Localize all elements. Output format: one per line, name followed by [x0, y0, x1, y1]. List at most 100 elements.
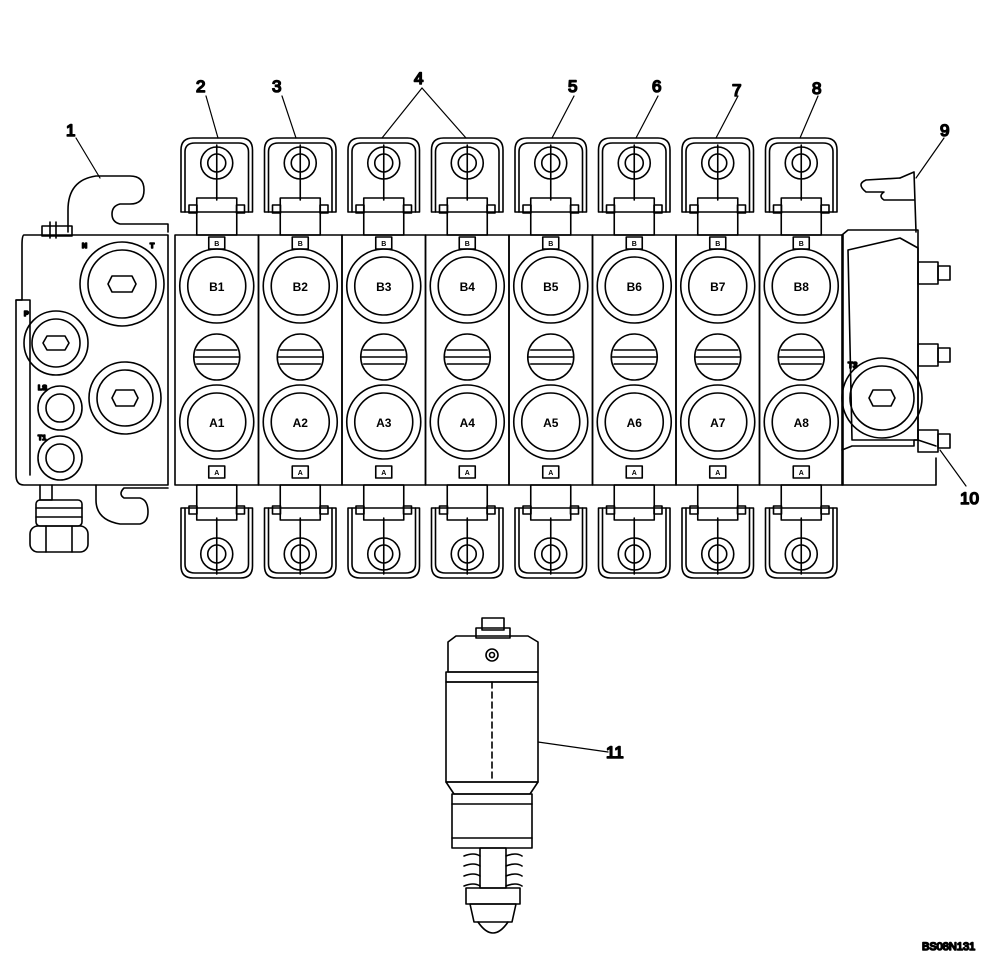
- port-a-1: A1: [178, 384, 255, 460]
- port-a-6: A6: [596, 384, 673, 460]
- callout-2: 2: [196, 77, 205, 96]
- tie-rod-nut-bottom: [917, 429, 951, 453]
- spool-cap-bottom: [764, 484, 838, 579]
- inlet-n-label: N: [82, 243, 87, 250]
- section-bottom-letter: A: [465, 470, 470, 477]
- spool-cap-top: [597, 137, 671, 236]
- leader-8: [799, 95, 819, 139]
- port-b-2: B2: [262, 248, 339, 324]
- port-b-label: B8: [794, 280, 810, 294]
- leader-lines: [75, 87, 967, 753]
- port-a-label: A7: [710, 416, 726, 430]
- port-b-label: B7: [710, 280, 726, 294]
- leader-2: [205, 95, 219, 139]
- port-b-label: B1: [209, 280, 225, 294]
- port-b-label: B4: [460, 280, 476, 294]
- section-top-letter: B: [799, 241, 804, 248]
- spool-cap-bottom: [597, 484, 671, 579]
- section-top-letter: B: [548, 241, 553, 248]
- spool-cap-top: [764, 137, 838, 236]
- port-a-8: A8: [763, 384, 840, 460]
- port-b-5: B5: [512, 248, 589, 324]
- port-a-7: A7: [679, 384, 756, 460]
- port-a-label: A4: [460, 416, 476, 430]
- section-bottom-letter: A: [214, 470, 219, 477]
- callout-5: 5: [568, 77, 577, 96]
- section-bottom-letter: A: [298, 470, 303, 477]
- port-a-label: A6: [627, 416, 643, 430]
- port-b-3: B3: [345, 248, 422, 324]
- spool-cap-top: [514, 137, 588, 236]
- port-b-label: B6: [627, 280, 643, 294]
- port-b-6: B6: [596, 248, 673, 324]
- leader-4b: [421, 87, 467, 139]
- port-a-4: A4: [429, 384, 506, 460]
- port-a-label: A3: [376, 416, 392, 430]
- callout-7: 7: [732, 81, 741, 100]
- spool-cap-top: [430, 137, 504, 236]
- port-b-1: B1: [178, 248, 255, 324]
- spool-cap-top: [180, 137, 254, 236]
- callout-3: 3: [272, 77, 281, 96]
- section-top-letter: B: [298, 241, 303, 248]
- spool-plug: [777, 333, 826, 381]
- spool-cap-bottom: [263, 484, 337, 579]
- callout-10: 10: [960, 489, 979, 508]
- end-cover: [841, 171, 951, 486]
- section-bottom-letter: A: [799, 470, 804, 477]
- leader-4a: [381, 87, 423, 139]
- section-bottom-letter: A: [632, 470, 637, 477]
- leader-11: [537, 741, 609, 753]
- port-b-7: B7: [679, 248, 756, 324]
- spool-plug: [610, 333, 659, 381]
- leader-9: [915, 137, 945, 179]
- section-bottom-letter: A: [715, 470, 720, 477]
- port-b-label: B3: [376, 280, 392, 294]
- spool-cap-top: [681, 137, 755, 236]
- spool-plug: [359, 333, 408, 381]
- inlet-t-label: T: [150, 243, 155, 250]
- leader-1: [75, 137, 101, 179]
- callout-11: 11: [606, 743, 624, 762]
- section-top-letter: B: [465, 241, 470, 248]
- port-a-label: A2: [293, 416, 309, 430]
- spool-plug: [443, 333, 492, 381]
- port-a-label: A1: [209, 416, 225, 430]
- section-bottom-letter: A: [381, 470, 386, 477]
- spool-cap-bottom: [347, 484, 421, 579]
- inlet-section: [15, 175, 169, 553]
- inlet-ls-label: LS: [38, 385, 47, 392]
- callout-8: 8: [812, 79, 821, 98]
- port-a-5: A5: [512, 384, 589, 460]
- section-bottom-letter: A: [548, 470, 553, 477]
- spool-plug: [693, 333, 742, 381]
- port-a-2: A2: [262, 384, 339, 460]
- end-cover-t3-label: T3: [848, 361, 858, 370]
- section-top-letter: B: [632, 241, 637, 248]
- leader-3: [281, 95, 297, 139]
- callout-9: 9: [940, 121, 949, 140]
- spool-plug: [276, 333, 325, 381]
- cartridge-valve: [445, 617, 539, 934]
- spool-cap-bottom: [430, 484, 504, 579]
- leader-6: [635, 95, 659, 139]
- port-a-label: A8: [794, 416, 810, 430]
- leader-10: [939, 449, 967, 487]
- work-sections: BAB1A1BAB2A2BAB3A3BAB4A4BAB5A5BAB6A6BAB7…: [174, 137, 844, 579]
- section-top-letter: B: [715, 241, 720, 248]
- spool-cap-bottom: [180, 484, 254, 579]
- spool-cap-top: [347, 137, 421, 236]
- tie-rod-nut-top: [917, 261, 951, 285]
- port-b-4: B4: [429, 248, 506, 324]
- port-b-label: B5: [543, 280, 559, 294]
- callout-6: 6: [652, 77, 661, 96]
- spool-plug: [192, 333, 241, 381]
- spool-cap-top: [263, 137, 337, 236]
- tie-rod-nut-mid: [917, 343, 951, 367]
